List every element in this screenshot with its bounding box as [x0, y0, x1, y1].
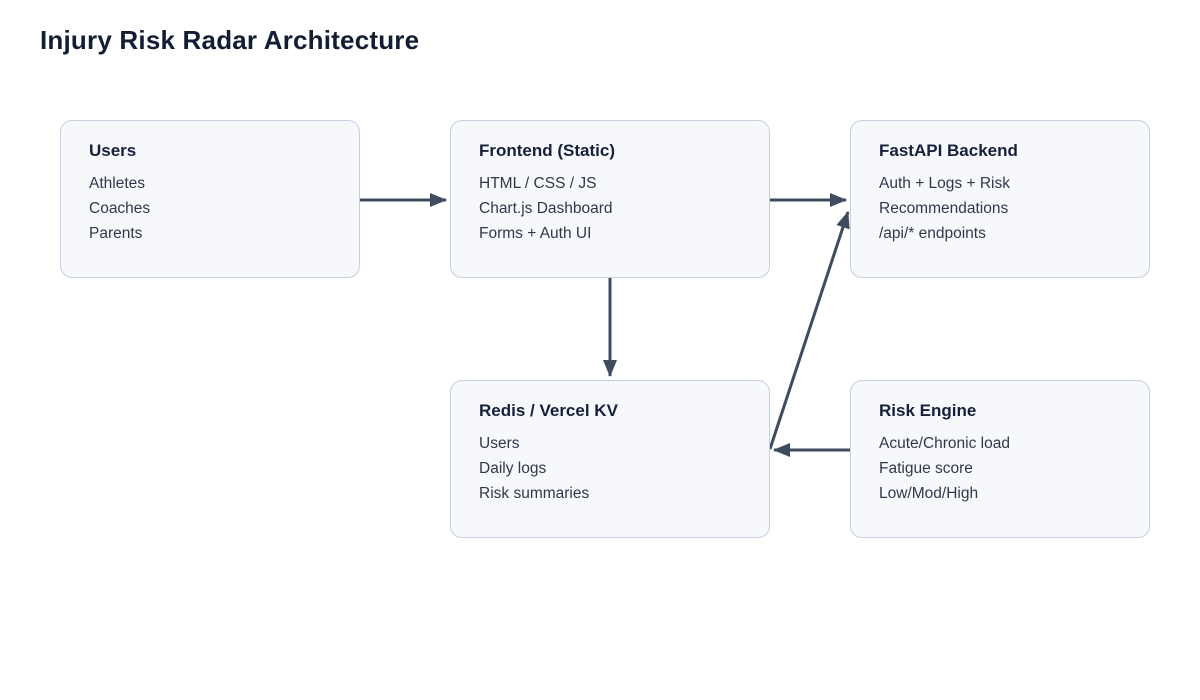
node-line: Auth + Logs + Risk	[879, 175, 1010, 192]
node-title: FastAPI Backend	[879, 141, 1018, 160]
node-title: Risk Engine	[879, 401, 977, 420]
node-line: Fatigue score	[879, 460, 973, 477]
node-risk-engine: Risk Engine Acute/Chronic load Fatigue s…	[850, 380, 1150, 538]
node-line: Low/Mod/High	[879, 485, 979, 502]
node-title: Redis / Vercel KV	[479, 401, 618, 420]
node-line: Coaches	[89, 200, 151, 217]
node-line: Parents	[89, 225, 143, 242]
node-line: Daily logs	[479, 460, 547, 477]
diagram-title: Injury Risk Radar Architecture	[40, 25, 420, 55]
node-line: Recommendations	[879, 200, 1009, 217]
node-line: Users	[479, 435, 520, 452]
node-line: Risk summaries	[479, 485, 590, 502]
node-line: HTML / CSS / JS	[479, 175, 597, 192]
node-title: Frontend (Static)	[479, 141, 615, 160]
node-fastapi-backend: FastAPI Backend Auth + Logs + Risk Recom…	[850, 120, 1150, 278]
node-line: /api/* endpoints	[879, 225, 986, 242]
node-line: Acute/Chronic load	[879, 435, 1010, 452]
node-frontend: Frontend (Static) HTML / CSS / JS Chart.…	[450, 120, 770, 278]
node-users: Users Athletes Coaches Parents	[60, 120, 360, 278]
node-line: Forms + Auth UI	[479, 225, 592, 242]
node-title: Users	[89, 141, 137, 160]
node-line: Chart.js Dashboard	[479, 200, 613, 217]
node-line: Athletes	[89, 175, 146, 192]
node-redis-vercel-kv: Redis / Vercel KV Users Daily logs Risk …	[450, 380, 770, 538]
arrow-redis-to-backend	[768, 211, 850, 450]
